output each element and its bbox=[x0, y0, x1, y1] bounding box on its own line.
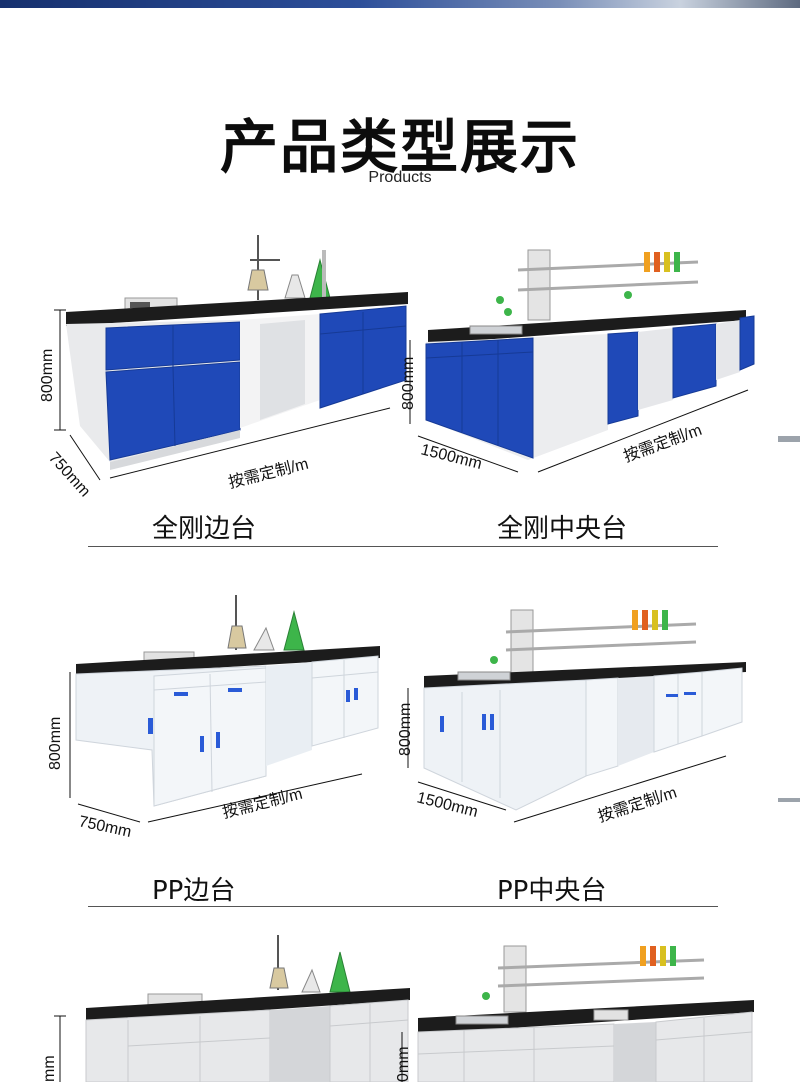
steel-white-side-bench-illustration: mm bbox=[41, 935, 410, 1082]
reagent-shelf-icon bbox=[496, 249, 699, 321]
product-name-steel-side: 全刚边台 bbox=[152, 514, 257, 544]
page-title: 产品类型展示 bbox=[219, 113, 580, 181]
section-divider-2 bbox=[88, 906, 718, 907]
dim-height-label-3: 800mm bbox=[47, 717, 64, 770]
edge-mark bbox=[778, 436, 800, 442]
dim-depth-label: 750mm bbox=[45, 449, 93, 500]
pp-central-bench-illustration: 800mm 1500mm 按需定制/m bbox=[397, 609, 746, 826]
product-name-pp-central: PP中央台 bbox=[497, 876, 607, 906]
reagent-shelf-icon bbox=[490, 609, 697, 675]
dim-height-label: 800mm bbox=[39, 349, 56, 402]
steel-side-bench-illustration: 800mm 750mm 按需定制/m bbox=[39, 235, 408, 500]
dim-height-label-2: 800mm bbox=[400, 357, 417, 410]
product-name-steel-central: 全刚中央台 bbox=[497, 514, 628, 544]
dim-width-label-2: 1500mm bbox=[415, 789, 480, 821]
steel-white-central-bench-illustration: 0mm bbox=[395, 945, 754, 1082]
lab-glassware-icon bbox=[247, 235, 331, 300]
edge-mark-2 bbox=[778, 798, 800, 802]
dim-height-label-6: 0mm bbox=[395, 1046, 412, 1082]
dim-custom-label: 按需定制/m bbox=[227, 455, 311, 492]
section-divider bbox=[88, 546, 718, 547]
lab-glassware-icon bbox=[269, 935, 351, 993]
dim-custom-label-3: 按需定制/m bbox=[221, 785, 305, 822]
page-subtitle: Products bbox=[368, 169, 432, 186]
lab-glassware-icon bbox=[227, 595, 305, 651]
steel-central-bench-illustration: 800mm 1500mm 按需定制/m bbox=[400, 249, 755, 473]
dim-custom-label-4: 按需定制/m bbox=[596, 783, 679, 825]
product-name-pp-side: PP边台 bbox=[152, 876, 236, 906]
dim-height-label-4: 800mm bbox=[397, 703, 414, 756]
reagent-shelf-icon bbox=[482, 945, 705, 1013]
dim-width-label: 1500mm bbox=[419, 441, 484, 473]
top-banner-strip bbox=[0, 0, 800, 8]
pp-side-bench-illustration: 800mm 750mm 按需定制/m bbox=[47, 595, 380, 841]
dim-height-label-5: mm bbox=[41, 1055, 58, 1082]
dim-custom-label-2: 按需定制/m bbox=[621, 421, 704, 466]
